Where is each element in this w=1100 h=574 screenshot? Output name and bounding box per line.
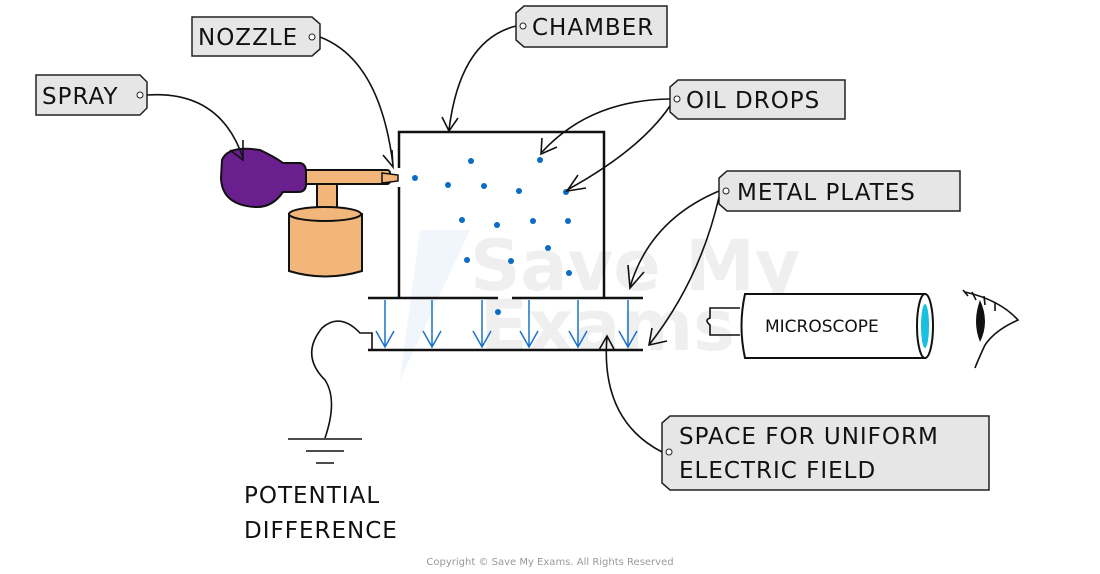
oil-drop (459, 217, 465, 223)
pointer-arrows (146, 25, 720, 453)
tag-uniform-field: SPACE FOR UNIFORM ELECTRIC FIELD (661, 415, 990, 491)
oil-drop (516, 188, 522, 194)
oil-drop (508, 258, 514, 264)
tag-spray: SPRAY (35, 74, 148, 116)
label-field-line2: ELECTRIC FIELD (679, 458, 876, 484)
chamber-box (397, 130, 606, 297)
oil-drop (445, 182, 451, 188)
oil-drop (495, 309, 501, 315)
microscope-label: MICROSCOPE (765, 317, 879, 337)
tag-oil-drops: OIL DROPS (669, 79, 846, 120)
tag-chamber: CHAMBER (515, 5, 668, 48)
field-arrow (422, 300, 442, 349)
wire (310, 320, 373, 439)
microscope-icon (706, 293, 934, 359)
tag-metal-plates: METAL PLATES (718, 170, 961, 212)
oil-drop (412, 175, 418, 181)
label-nozzle: NOZZLE (198, 25, 298, 51)
label-spray: SPRAY (42, 84, 119, 110)
oil-drop (565, 218, 571, 224)
field-arrow (519, 300, 539, 349)
eye-icon (962, 289, 1020, 369)
tag-nozzle: NOZZLE (191, 16, 321, 57)
field-arrow (568, 300, 588, 349)
label-potential: POTENTIAL (244, 483, 380, 509)
label-metal-plates: METAL PLATES (737, 180, 916, 206)
label-oil-drops: OIL DROPS (686, 88, 820, 114)
oil-drop (530, 218, 536, 224)
label-field-line1: SPACE FOR UNIFORM (679, 424, 939, 450)
spray-icon (219, 147, 399, 278)
copyright: Copyright © Save My Exams. All Rights Re… (426, 557, 673, 568)
field-arrow (472, 300, 492, 349)
field-arrow (618, 300, 638, 349)
oil-drop (566, 270, 572, 276)
oil-drop (468, 158, 474, 164)
ground-icon (288, 438, 362, 464)
electric-field-arrows (375, 300, 638, 349)
oil-drops (412, 157, 572, 315)
oil-drop (537, 157, 543, 163)
oil-drop (464, 257, 470, 263)
label-difference: DIFFERENCE (244, 518, 398, 544)
oil-drop (494, 222, 500, 228)
watermark: Save My Exams (400, 225, 800, 380)
oil-drop (481, 183, 487, 189)
label-chamber: CHAMBER (532, 15, 654, 41)
oil-drop (545, 245, 551, 251)
field-arrow (375, 300, 395, 349)
